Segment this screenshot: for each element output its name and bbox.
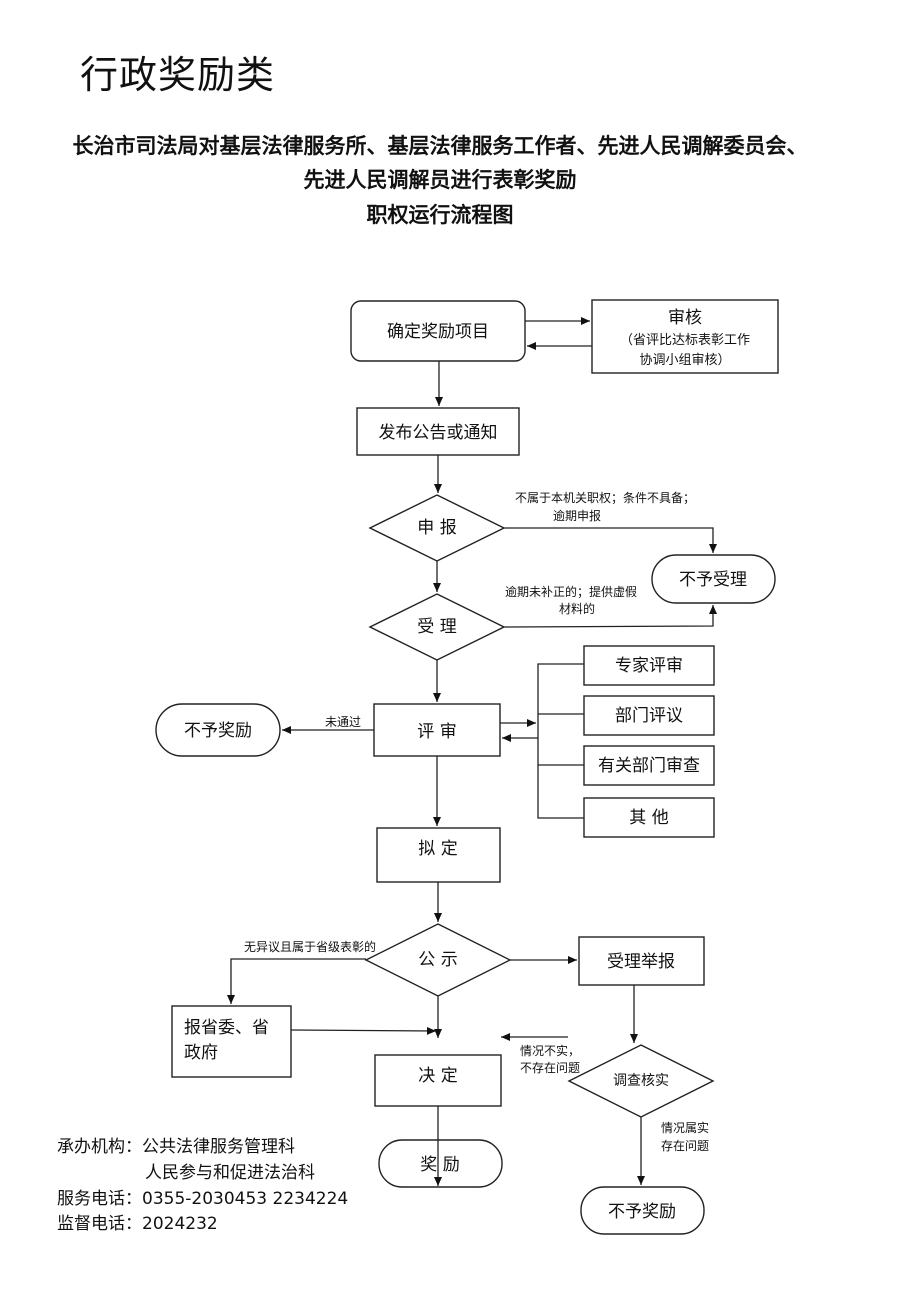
node-review-box [591,299,779,374]
node-no-award-bottom-box [580,1186,705,1235]
node-reject-label: 不予受理 [679,570,747,590]
edge-label-accept-reject-2: 材料的 [559,601,595,616]
node-determine-box [350,300,526,362]
edge-label-true-info-2: 存在问题 [661,1139,709,1153]
node-award-label: 奖 励 [420,1155,459,1175]
node-other-label: 其 他 [629,808,668,828]
node-review-note-2: 协调小组审核） [639,353,730,368]
node-review-note-1: （省评比达标表彰工作 [620,332,750,348]
node-report-province-label-1: 报省委、省 [184,1018,269,1038]
node-dept-review-label: 有关部门审查 [598,756,700,776]
edge-apply-reject [504,527,717,553]
node-review-title: 审核 [668,308,702,328]
subtitle-line-2: 先进人民调解员进行表彰奖励 [303,167,577,192]
subtitle-line-1: 长治市司法局对基层法律服务所、基层法律服务工作者、先进人民调解委员会、 [72,133,808,158]
node-publish-label: 发布公告或通知 [379,423,498,443]
edge-label-false-info-2: 不存在问题 [520,1061,580,1075]
edge-label-accept-reject-1: 逾期未补正的；提供虚假 [505,584,637,599]
node-reject-box [651,554,776,604]
node-determine-label: 确定奖励项目 [387,322,489,342]
node-apply-label: 申 报 [417,518,456,538]
node-no-award-left-box [155,703,281,757]
node-decide-label: 决 定 [418,1066,457,1086]
node-dept-comment-box [583,695,715,736]
node-report-province-label-2: 政府 [184,1043,218,1063]
node-award-box [378,1139,503,1188]
footer-org: 承办机构：公共法律服务管理科 [57,1137,295,1157]
node-dept-comment-label: 部门评议 [615,706,683,726]
footer-supervise-phone: 监督电话：2024232 [57,1214,218,1234]
node-investigate-label: 调查核实 [613,1073,669,1089]
node-no-award-left-label: 不予奖励 [184,721,252,741]
edge-province-decide [290,1026,437,1035]
edge-publicity-province [227,958,366,1004]
panel-bracket [537,663,584,819]
page-title: 行政奖励类 [80,53,276,97]
node-report-handle-box [578,936,705,986]
node-expert-box [583,645,715,686]
node-report-province-box [171,1005,292,1078]
edge-label-not-passed: 未通过 [325,715,361,729]
edge-label-false-info-1: 情况不实， [520,1043,580,1058]
node-accept-label: 受 理 [417,617,456,637]
footer-org-second: 人民参与和促进法治科 [145,1163,315,1183]
edge-label-no-objection: 无异议且属于省级表彰的 [244,939,376,954]
node-expert-label: 专家评审 [615,656,683,676]
node-publicity-label: 公 示 [418,950,457,970]
node-evaluate-label: 评 审 [417,722,456,742]
node-no-award-bottom-label: 不予奖励 [608,1202,676,1222]
node-report-handle-label: 受理举报 [607,952,675,972]
edge-accept-reject [503,605,717,628]
edge-label-apply-reject-2: 逾期申报 [553,508,601,523]
edge-label-true-info-1: 情况属实 [661,1120,709,1135]
edge-label-apply-reject-1: 不属于本机关职权；条件不具备； [515,491,695,505]
footer-service-phone: 服务电话：0355-2030453 2234224 [57,1189,349,1209]
subtitle-line-3: 职权运行流程图 [366,202,514,227]
node-draft-label: 拟 定 [418,839,457,859]
